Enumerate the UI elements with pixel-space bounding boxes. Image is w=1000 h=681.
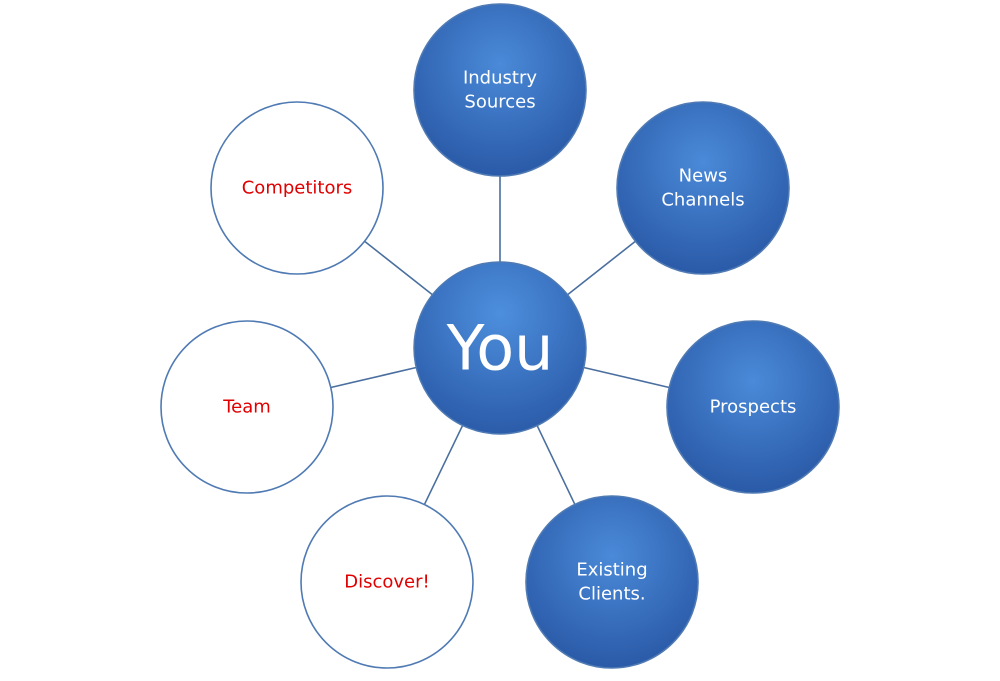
node-circle-competitors xyxy=(210,101,384,275)
node-label-line-news-channels-0: News xyxy=(679,166,728,187)
node-prospects: Prospects xyxy=(666,320,840,494)
node-label-line-news-channels-1: Channels xyxy=(661,190,744,211)
node-label-line-existing-clients-0: Existing xyxy=(576,560,647,581)
connector-lines xyxy=(330,176,670,505)
node-circle-industry-sources xyxy=(413,3,587,177)
node-label-line-prospects-0: Prospects xyxy=(710,397,797,418)
node-circle-existing-clients xyxy=(525,495,699,669)
node-circle-discover xyxy=(300,495,474,669)
center-node: You xyxy=(413,261,587,435)
center-circle xyxy=(413,261,587,435)
node-label-team: Team xyxy=(222,397,271,418)
node-circle-prospects xyxy=(666,320,840,494)
connector-prospects xyxy=(583,366,670,389)
node-label-competitors: Competitors xyxy=(242,178,353,199)
node-label-line-industry-sources-0: Industry xyxy=(463,68,537,89)
connector-news-channels xyxy=(567,240,636,296)
node-label-discover: Discover! xyxy=(344,572,430,593)
node-label-line-competitors-0: Competitors xyxy=(242,178,353,199)
node-label-line-industry-sources-1: Sources xyxy=(464,92,535,113)
node-circle-team xyxy=(160,320,334,494)
node-discover: Discover! xyxy=(300,495,474,669)
connector-team xyxy=(330,366,417,389)
node-competitors: Competitors xyxy=(210,101,384,275)
center-label: You xyxy=(446,312,554,385)
node-label-line-discover-0: Discover! xyxy=(344,572,430,593)
node-team: Team xyxy=(160,320,334,494)
node-circle-news-channels xyxy=(616,101,790,275)
node-label-line-existing-clients-1: Clients. xyxy=(578,584,645,605)
node-label-line-team-0: Team xyxy=(222,397,271,418)
node-label-prospects: Prospects xyxy=(710,397,797,418)
connector-competitors xyxy=(364,240,433,296)
connector-discover xyxy=(423,425,464,505)
connector-existing-clients xyxy=(536,425,576,505)
